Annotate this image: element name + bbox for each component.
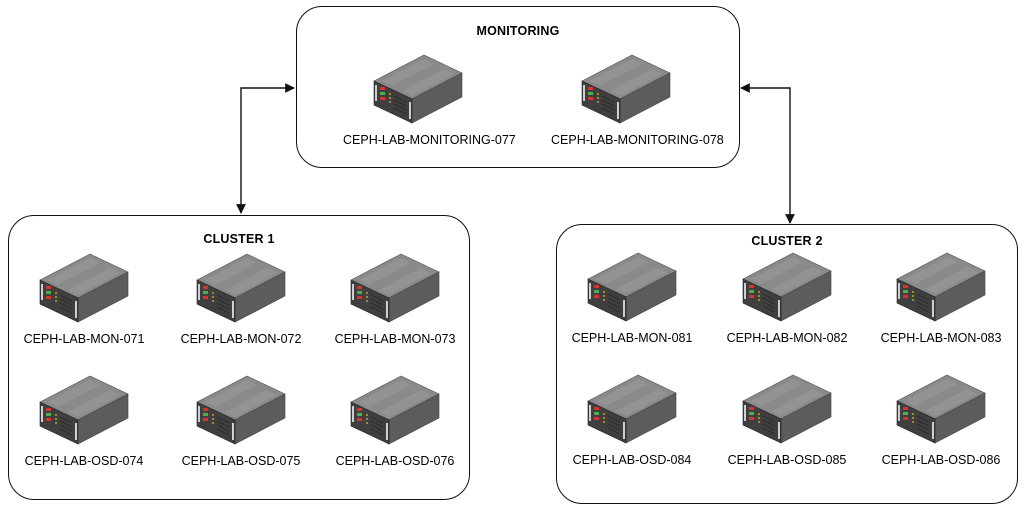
server-label: CEPH-LAB-OSD-086 (881, 453, 1001, 467)
server-label: CEPH-LAB-MON-081 (571, 331, 693, 345)
server-node[interactable]: CEPH-LAB-MON-071 (9, 252, 159, 346)
server-node[interactable]: CEPH-LAB-MON-073 (320, 252, 470, 346)
server-label: CEPH-LAB-MONITORING-077 (343, 133, 516, 147)
server-label: CEPH-LAB-OSD-075 (181, 454, 301, 468)
server-icon (343, 53, 493, 125)
server-icon (166, 252, 316, 324)
server-icon (166, 374, 316, 446)
server-node[interactable]: CEPH-LAB-MON-081 (557, 251, 707, 345)
monitoring-title: MONITORING (476, 24, 560, 38)
server-node[interactable]: CEPH-LAB-MON-072 (166, 252, 316, 346)
server-icon (712, 251, 862, 323)
server-label: CEPH-LAB-MON-082 (726, 331, 848, 345)
server-label: CEPH-LAB-OSD-076 (335, 454, 455, 468)
server-icon (712, 373, 862, 445)
cluster2-group: CLUSTER 2 CEPH-LAB-MON-081 CEPH-LAB-MON-… (556, 224, 1018, 504)
cluster1-group: CLUSTER 1 CEPH-LAB-MON-071 CEPH-LAB-MON-… (8, 215, 470, 500)
server-icon (320, 252, 470, 324)
server-node[interactable]: CEPH-LAB-MON-083 (866, 251, 1016, 345)
monitoring-group: MONITORING CEPH-LAB-MONITORING-077 CEPH-… (296, 6, 740, 168)
server-node[interactable]: CEPH-LAB-OSD-076 (320, 374, 470, 468)
server-label: CEPH-LAB-MON-073 (334, 332, 456, 346)
server-node[interactable]: CEPH-LAB-OSD-085 (712, 373, 862, 467)
link-cluster2-monitoring (740, 83, 795, 224)
server-node[interactable]: CEPH-LAB-MONITORING-078 (551, 53, 724, 147)
server-node[interactable]: CEPH-LAB-MONITORING-077 (343, 53, 516, 147)
server-icon (557, 251, 707, 323)
server-icon (9, 252, 159, 324)
server-icon (551, 53, 701, 125)
server-label: CEPH-LAB-MONITORING-078 (551, 133, 724, 147)
server-node[interactable]: CEPH-LAB-OSD-075 (166, 374, 316, 468)
server-icon (9, 374, 159, 446)
server-icon (866, 373, 1016, 445)
link-cluster1-monitoring (236, 83, 295, 214)
server-node[interactable]: CEPH-LAB-OSD-074 (9, 374, 159, 468)
server-icon (557, 373, 707, 445)
server-label: CEPH-LAB-MON-072 (180, 332, 302, 346)
server-node[interactable]: CEPH-LAB-MON-082 (712, 251, 862, 345)
server-label: CEPH-LAB-OSD-085 (727, 453, 847, 467)
server-node[interactable]: CEPH-LAB-OSD-086 (866, 373, 1016, 467)
cluster2-title: CLUSTER 2 (751, 234, 823, 248)
server-label: CEPH-LAB-OSD-074 (24, 454, 144, 468)
server-icon (866, 251, 1016, 323)
server-node[interactable]: CEPH-LAB-OSD-084 (557, 373, 707, 467)
server-label: CEPH-LAB-MON-071 (23, 332, 145, 346)
server-label: CEPH-LAB-MON-083 (880, 331, 1002, 345)
server-label: CEPH-LAB-OSD-084 (572, 453, 692, 467)
cluster1-title: CLUSTER 1 (203, 232, 275, 246)
server-icon (320, 374, 470, 446)
